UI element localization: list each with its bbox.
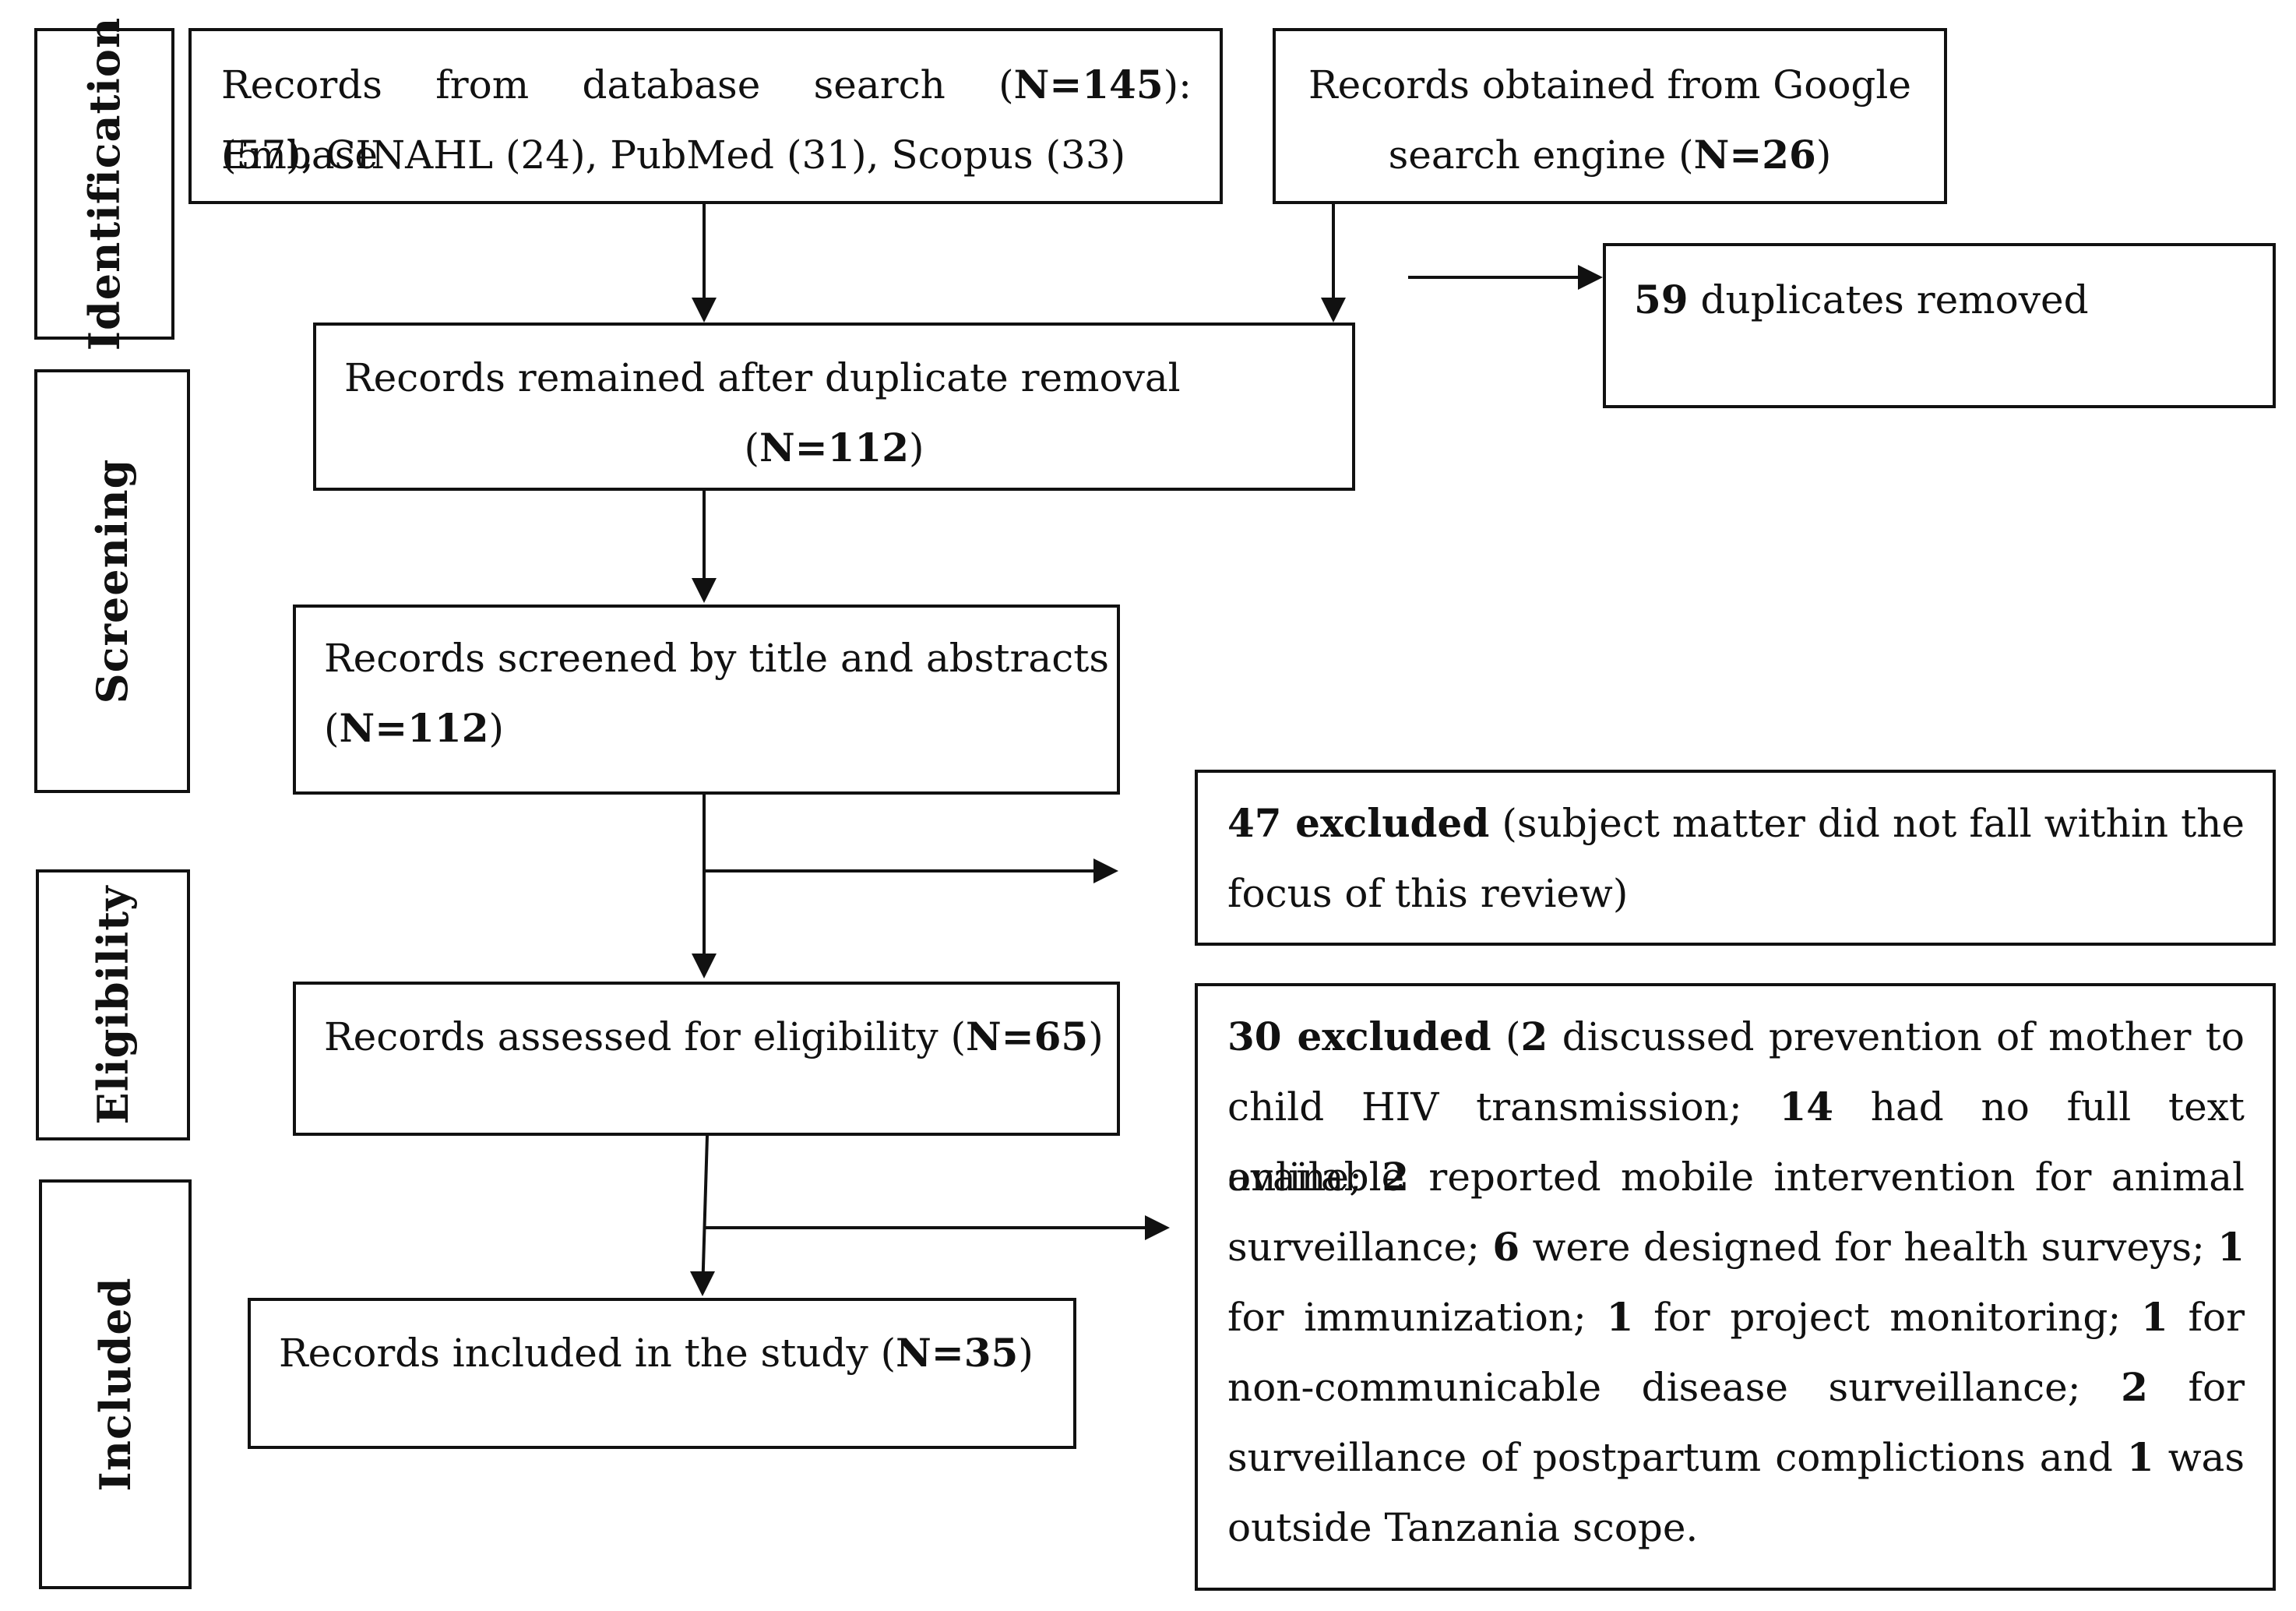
remained-line-1: Records remained after duplicate removal xyxy=(344,355,1181,400)
excluded30-line-4: surveillance; 6 were designed for health… xyxy=(1227,1224,2245,1270)
excluded30-line-8: outside Tanzania scope. xyxy=(1227,1505,1699,1550)
excluded30-line-6: non-communicable disease surveillance; 2… xyxy=(1227,1364,2245,1410)
excluded30-line-1: 30 excluded (2 discussed prevention of m… xyxy=(1227,1013,2245,1059)
stage-identification: Identification xyxy=(34,17,174,351)
included-text: Records included in the study (N=35) xyxy=(279,1330,1034,1376)
box-records-eligibility xyxy=(293,982,1120,1136)
stage-included: Included xyxy=(39,1179,192,1589)
stage-eligibility: Eligibility xyxy=(36,869,190,1140)
excluded30-line-2: child HIV transmission; 14 had no full t… xyxy=(1227,1084,2245,1200)
arrow-eligibility-to-included xyxy=(701,1135,709,1294)
box-records-remained xyxy=(313,323,1355,491)
database-line-1: Records from database search (N=145): Em… xyxy=(221,62,1192,178)
stage-identification-label: Identification xyxy=(79,16,129,351)
database-line-2: (57), CINAHL (24), PubMed (31), Scopus (… xyxy=(221,132,1126,178)
excluded30-line-3: online; 2 reported mobile intervention f… xyxy=(1227,1154,2245,1200)
duplicates-text: 59 duplicates removed xyxy=(1634,277,2089,323)
screened-line-1: Records screened by title and abstracts xyxy=(324,636,1109,681)
stage-screening-label: Screening xyxy=(87,458,137,704)
box-excluded-30 xyxy=(1195,983,2276,1591)
box-duplicates-removed xyxy=(1603,243,2276,408)
screened-line-2: (N=112) xyxy=(324,705,504,751)
stage-included-label: Included xyxy=(90,1277,140,1492)
box-google-search xyxy=(1273,28,1947,204)
remained-line-2: (N=112) xyxy=(744,425,924,471)
eligibility-text: Records assessed for eligibility (N=65) xyxy=(324,1013,1104,1059)
excluded30-line-5: for immunization; 1 for project monitori… xyxy=(1227,1294,2245,1340)
excluded47-line-1: 47 excluded (subject matter did not fall… xyxy=(1227,800,2245,846)
google-line-2: search engine (N=26) xyxy=(1388,132,1832,178)
box-excluded-47 xyxy=(1195,770,2276,946)
google-line-1: Records obtained from Google xyxy=(1308,62,1912,108)
excluded30-line-7: surveillance of postpartum complictions … xyxy=(1227,1434,2245,1480)
stage-screening: Screening xyxy=(34,369,190,793)
box-records-screened xyxy=(293,605,1120,795)
box-database-search xyxy=(188,28,1223,204)
excluded47-line-2: focus of this review) xyxy=(1227,871,1629,916)
stage-eligibility-label: Eligibility xyxy=(88,885,138,1125)
box-records-included xyxy=(248,1298,1076,1449)
